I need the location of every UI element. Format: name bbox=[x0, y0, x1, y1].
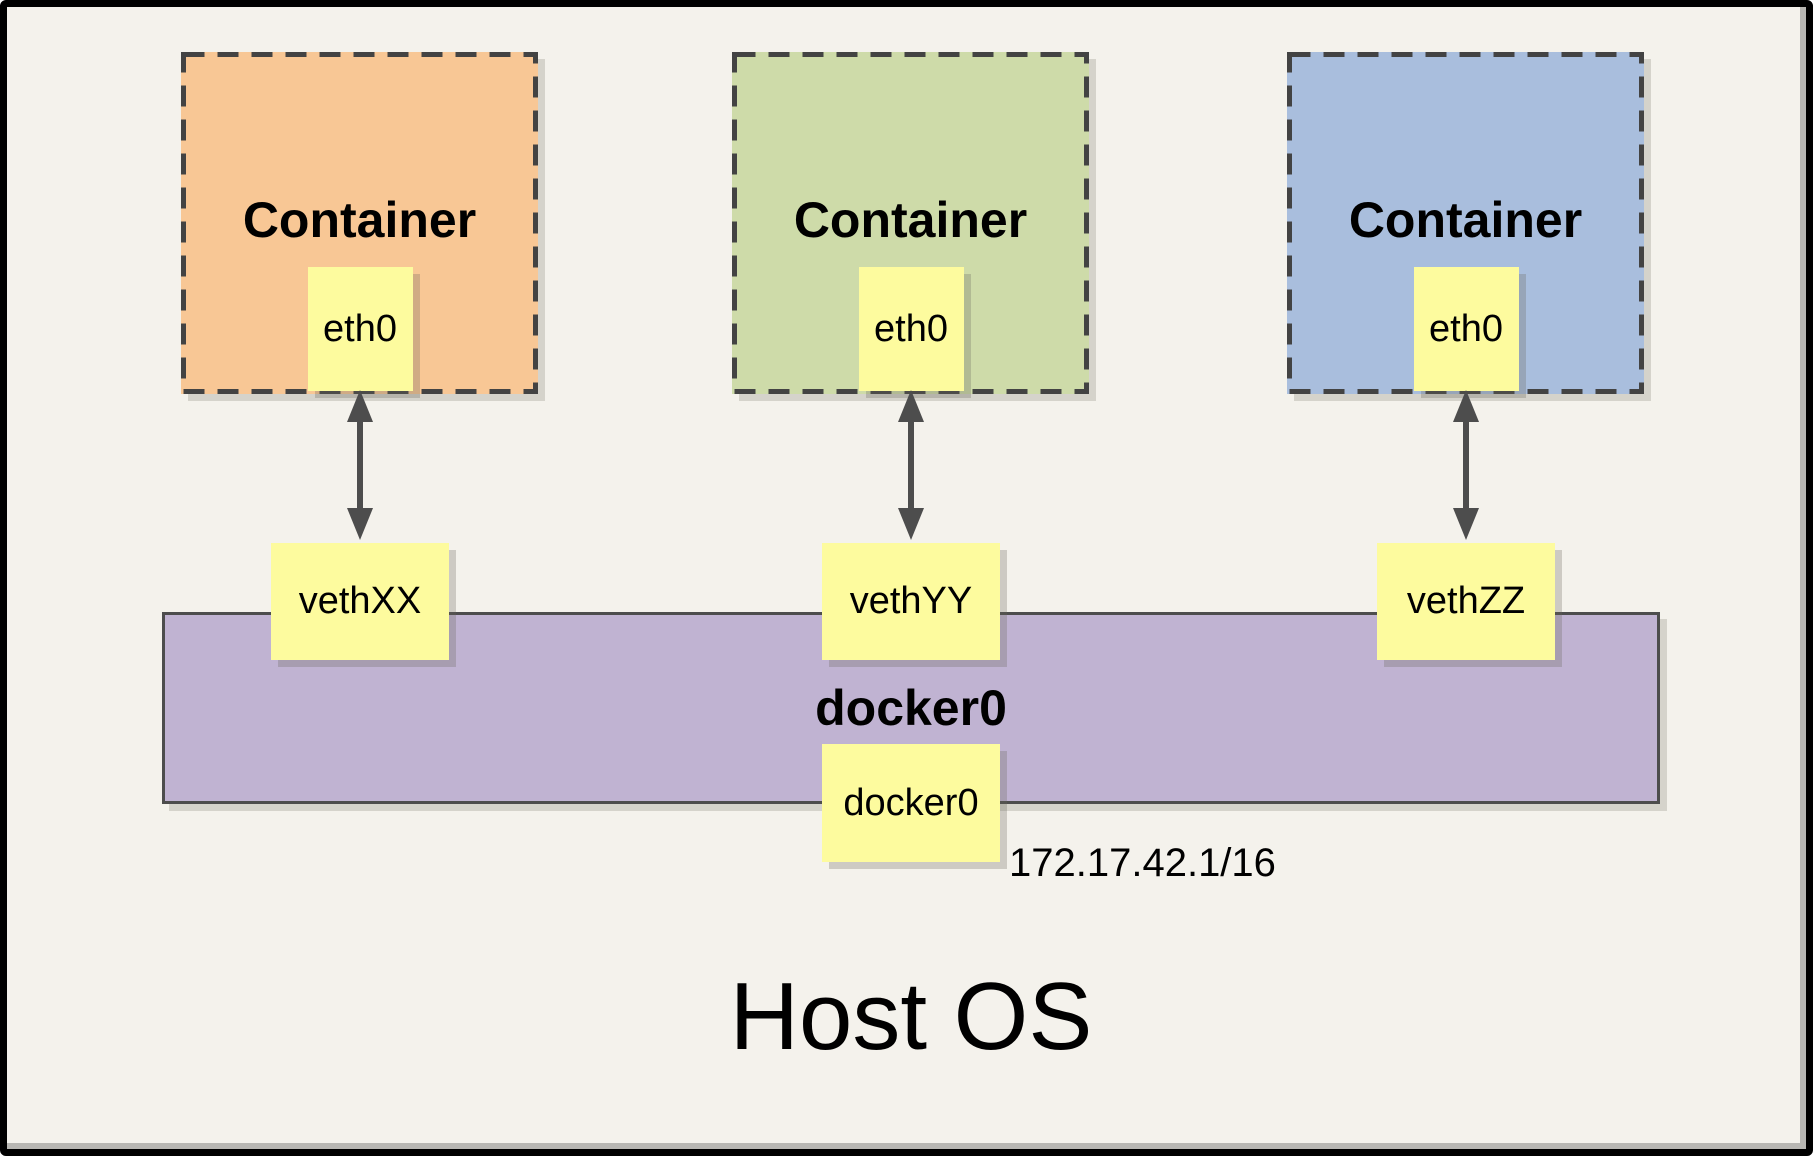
host-os-label: Host OS bbox=[729, 963, 1093, 1070]
container-title: Container bbox=[1348, 192, 1583, 248]
container-title: Container bbox=[793, 192, 1028, 248]
docker0-bridge-title: docker0 bbox=[815, 680, 1007, 736]
veth-box: vethYY bbox=[822, 543, 1000, 660]
container-box-2: Container eth0 bbox=[732, 52, 1089, 394]
veth-label: vethZZ bbox=[1406, 580, 1526, 622]
container-title: Container bbox=[242, 192, 477, 248]
double-arrow-icon bbox=[1453, 390, 1479, 540]
container-box-3: Container eth0 bbox=[1287, 52, 1644, 394]
eth0-label: eth0 bbox=[874, 307, 948, 350]
eth0-interface-box: eth0 bbox=[858, 267, 964, 391]
veth-box: vethXX bbox=[271, 543, 449, 660]
double-arrow-icon bbox=[898, 390, 924, 540]
container-box-1: Container eth0 bbox=[181, 52, 538, 394]
docker0-interface-box: docker0 bbox=[822, 744, 1000, 862]
veth-label: vethYY bbox=[849, 580, 973, 622]
veth-box: vethZZ bbox=[1377, 543, 1555, 660]
eth0-label: eth0 bbox=[1429, 307, 1503, 350]
eth0-label: eth0 bbox=[323, 307, 397, 350]
eth0-interface-box: eth0 bbox=[1413, 267, 1519, 391]
bridge-ip-address: 172.17.42.1/16 bbox=[1009, 841, 1276, 885]
veth-label: vethXX bbox=[298, 580, 422, 622]
eth0-interface-box: eth0 bbox=[307, 267, 413, 391]
double-arrow-icon bbox=[347, 390, 373, 540]
docker0-label: docker0 bbox=[843, 781, 979, 824]
